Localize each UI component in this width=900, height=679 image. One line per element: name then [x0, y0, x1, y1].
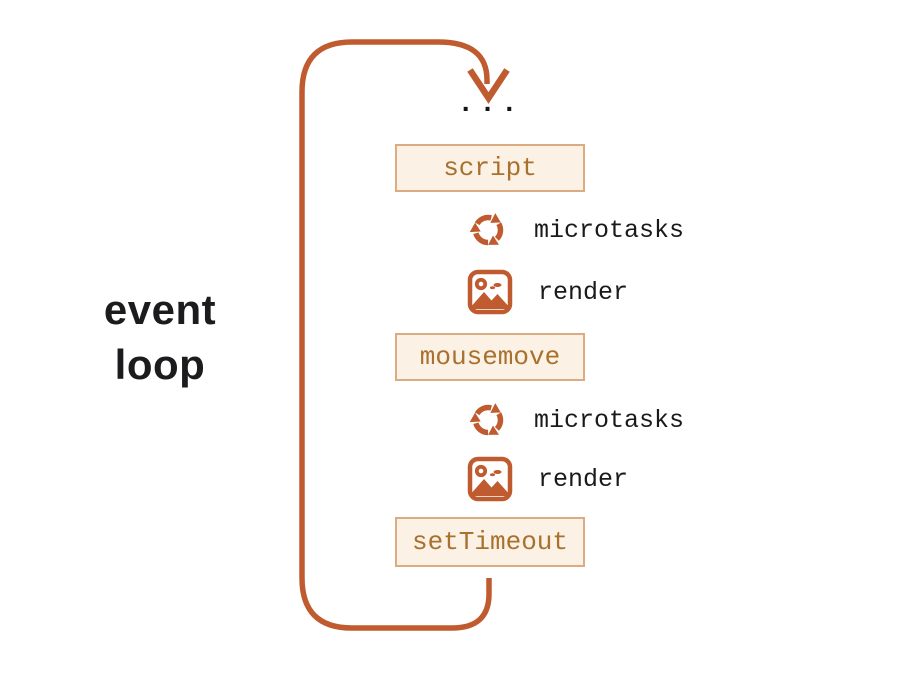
ellipsis: ...	[457, 89, 523, 120]
task-box-label: mousemove	[419, 342, 561, 372]
title-line-2: loop	[114, 341, 206, 388]
task-box-mousemove: mousemove	[395, 333, 585, 381]
microtasks-row: microtasks	[466, 208, 684, 252]
render-label: render	[538, 277, 629, 307]
task-box-label: setTimeout	[411, 527, 569, 557]
render-label: render	[538, 464, 629, 494]
microtasks-label: microtasks	[534, 215, 685, 245]
task-box-script: script	[395, 144, 585, 192]
task-box-label: script	[443, 153, 537, 183]
image-icon	[466, 268, 514, 316]
microtasks-label: microtasks	[534, 405, 685, 435]
arrowhead	[467, 68, 510, 104]
title-line-1: event	[103, 286, 217, 333]
render-row: render	[466, 455, 628, 503]
cycle-icon	[466, 398, 510, 442]
image-icon	[466, 455, 514, 503]
cycle-icon	[466, 208, 510, 252]
microtasks-row: microtasks	[466, 398, 684, 442]
task-box-settimeout: setTimeout	[395, 517, 585, 567]
render-row: render	[466, 268, 628, 316]
diagram-title: event loop	[58, 282, 262, 392]
